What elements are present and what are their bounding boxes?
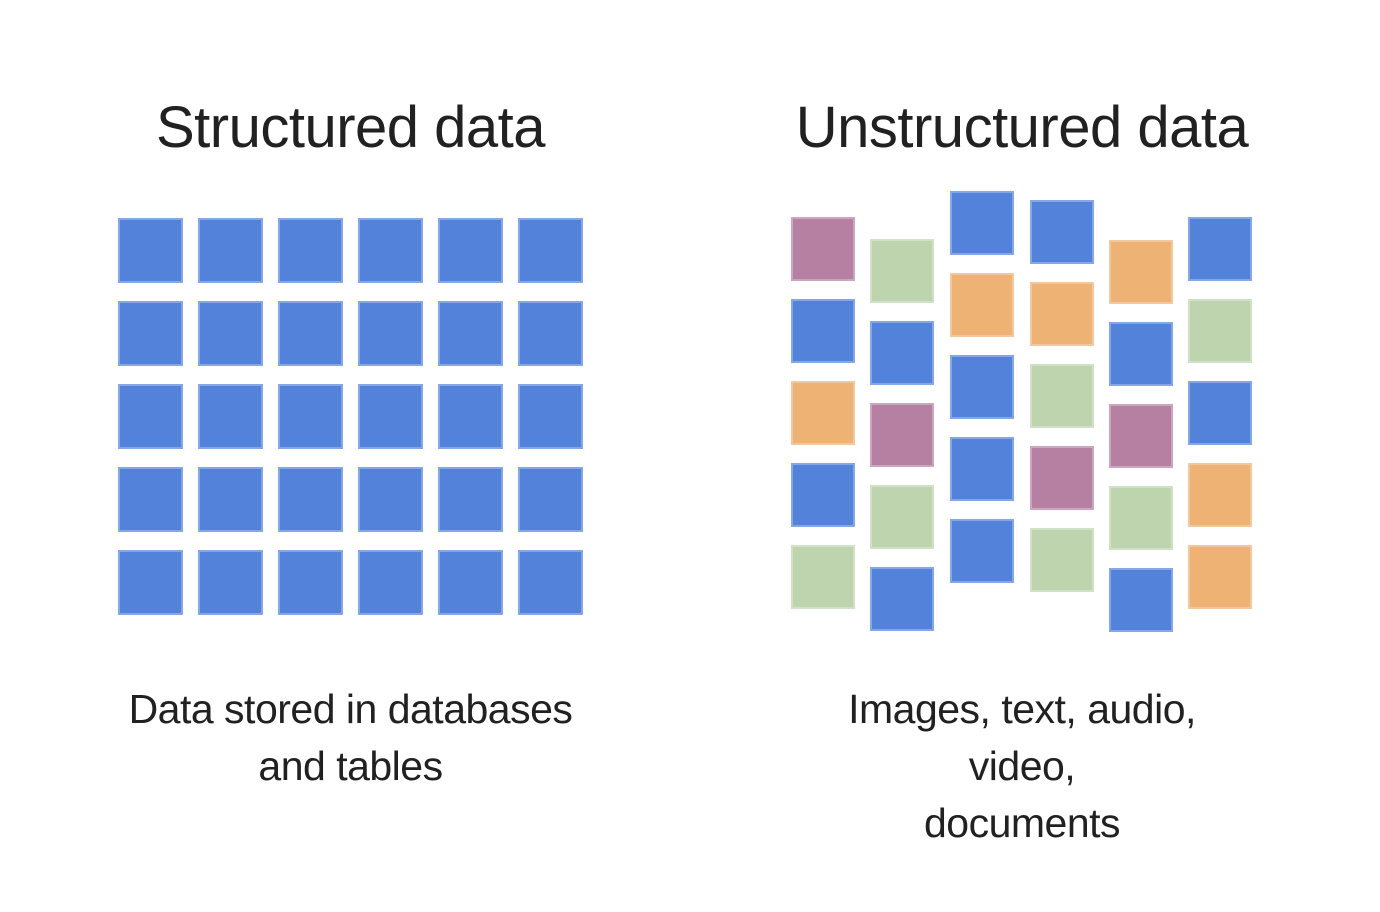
unstructured-cell-blue	[1188, 381, 1252, 445]
structured-cell	[118, 301, 183, 366]
structured-cell	[518, 384, 583, 449]
unstructured-cell-blue	[1030, 200, 1094, 264]
unstructured-panel: Unstructured data Images, text, audio, v…	[791, 0, 1253, 912]
structured-cell	[358, 218, 423, 283]
unstructured-cell-orange	[791, 381, 855, 445]
structured-cell	[518, 301, 583, 366]
unstructured-cell-purple	[791, 217, 855, 281]
unstructured-caption-line: documents	[923, 800, 1121, 846]
structured-cell	[358, 467, 423, 532]
structured-cell	[358, 550, 423, 615]
structured-cell	[278, 550, 343, 615]
structured-cell	[438, 384, 503, 449]
unstructured-caption: Images, text, audio, video, documents	[791, 681, 1253, 852]
unstructured-cell-green	[1030, 364, 1094, 428]
unstructured-cell-orange	[1188, 545, 1252, 609]
unstructured-cell-orange	[1188, 463, 1252, 527]
unstructured-cell-green	[870, 239, 934, 303]
unstructured-cell-purple	[870, 403, 934, 467]
unstructured-cell-orange	[1030, 282, 1094, 346]
structured-cell	[278, 218, 343, 283]
structured-cell	[198, 550, 263, 615]
unstructured-cell-blue	[791, 299, 855, 363]
unstructured-cell-blue	[950, 437, 1014, 501]
unstructured-cell-orange	[950, 273, 1014, 337]
structured-cell	[278, 384, 343, 449]
unstructured-cell-blue	[1109, 568, 1173, 632]
structured-caption-line: Data stored in databases	[128, 686, 573, 732]
structured-title: Structured data	[155, 95, 546, 160]
structured-cell	[198, 467, 263, 532]
structured-cell	[118, 384, 183, 449]
unstructured-caption-line: Images, text, audio, video,	[848, 686, 1196, 789]
structured-cell	[438, 467, 503, 532]
unstructured-title: Unstructured data	[795, 95, 1249, 160]
unstructured-cell-blue	[1188, 217, 1252, 281]
unstructured-cell-purple	[1030, 446, 1094, 510]
structured-cell	[198, 384, 263, 449]
unstructured-cell-blue	[950, 355, 1014, 419]
structured-cell	[198, 301, 263, 366]
unstructured-cell-blue	[950, 519, 1014, 583]
unstructured-cell-green	[1109, 486, 1173, 550]
structured-caption: Data stored in databases and tables	[118, 681, 583, 795]
structured-cell	[278, 467, 343, 532]
unstructured-cell-blue	[791, 463, 855, 527]
structured-cell	[518, 550, 583, 615]
unstructured-cell-blue	[870, 321, 934, 385]
unstructured-cell-green	[1188, 299, 1252, 363]
unstructured-cell-green	[1030, 528, 1094, 592]
unstructured-cell-green	[791, 545, 855, 609]
unstructured-cell-orange	[1109, 240, 1173, 304]
unstructured-cell-blue	[1109, 322, 1173, 386]
unstructured-cell-green	[870, 485, 934, 549]
structured-cell	[438, 218, 503, 283]
unstructured-cell-purple	[1109, 404, 1173, 468]
structured-cell	[118, 550, 183, 615]
structured-cell	[198, 218, 263, 283]
unstructured-cell-blue	[950, 191, 1014, 255]
structured-cell	[358, 301, 423, 366]
structured-caption-line: and tables	[258, 743, 443, 789]
unstructured-cell-blue	[870, 567, 934, 631]
unstructured-cluster	[791, 191, 1253, 633]
structured-grid	[118, 218, 583, 615]
structured-cell	[278, 301, 343, 366]
structured-cell	[518, 218, 583, 283]
structured-cell	[518, 467, 583, 532]
structured-cell	[438, 550, 503, 615]
structured-panel: Structured data Data stored in databases…	[118, 0, 583, 912]
structured-cell	[358, 384, 423, 449]
structured-cell	[118, 467, 183, 532]
structured-cell	[118, 218, 183, 283]
structured-cell	[438, 301, 503, 366]
